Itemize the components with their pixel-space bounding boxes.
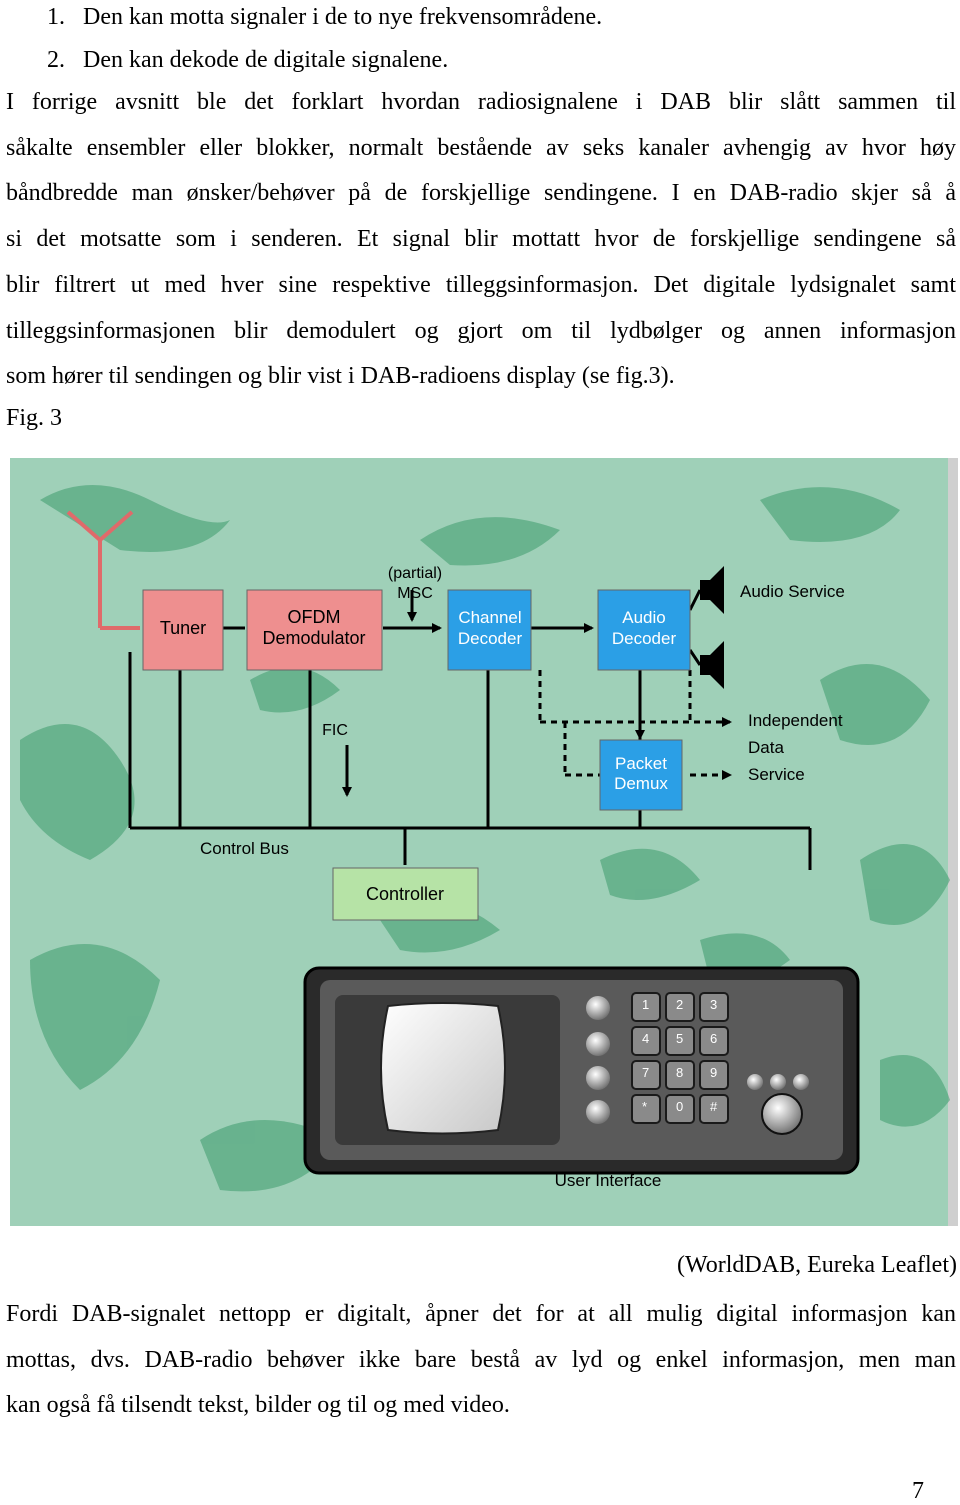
paragraph-line: som hører til sendingen og blir vist i D…: [6, 363, 675, 390]
keypad-key: 3: [699, 992, 729, 1022]
speaker-icon: [700, 566, 724, 614]
paragraph-line: I forrige avsnitt ble det forklart hvord…: [6, 89, 956, 115]
ofdm-label: Demodulator: [262, 628, 365, 648]
controller-label: Controller: [366, 884, 444, 904]
controller-block: Controller: [332, 867, 479, 921]
channel-decoder-label: Channel: [458, 608, 521, 627]
packet-demux-label: Packet: [615, 754, 667, 773]
ofdm-demodulator-block: OFDM Demodulator: [246, 589, 383, 671]
paragraph-conclusion: Fordi DAB-signalet nettopp er digitalt, …: [6, 1292, 956, 1429]
keypad-key-label: 7: [642, 1065, 649, 1080]
paragraph-intro: I forrige avsnitt ble det forklart hvord…: [6, 80, 956, 400]
keypad-key-label: 5: [676, 1031, 683, 1046]
keypad-key: 4: [631, 1026, 661, 1056]
keypad-key: *: [631, 1094, 661, 1124]
list-text: Den kan dekode de digitale signalene.: [83, 47, 449, 73]
paragraph-line: si det motsatte som i senderen. Et signa…: [6, 226, 956, 253]
keypad-key: 1: [631, 992, 661, 1022]
keypad-key-label: 4: [642, 1031, 649, 1046]
paragraph-line: såkalte ensembler eller blokker, normalt…: [6, 134, 956, 161]
keypad-key: 8: [665, 1060, 695, 1090]
user-interface-label: User Interface: [555, 1171, 662, 1190]
small-buttons: [747, 1074, 809, 1090]
speaker-icon: [700, 641, 724, 689]
list-item: 2. Den kan dekode de digitale signalene.: [47, 45, 448, 75]
tuner-label: Tuner: [160, 618, 206, 638]
diagram-svg: Tuner OFDM Demodulator Channel Decoder A…: [10, 458, 958, 1226]
figure-label: Fig. 3: [6, 405, 63, 431]
keypad-key: 5: [665, 1026, 695, 1056]
list-text: Den kan motta signaler i de to nye frekv…: [83, 4, 603, 30]
keypad-key: 0: [665, 1094, 695, 1124]
map-land: [20, 485, 950, 1192]
channel-decoder-block: Channel Decoder: [447, 589, 532, 671]
keypad-key-label: *: [642, 1099, 647, 1114]
keypad-key-label: 6: [710, 1031, 717, 1046]
msc-label: MSC: [397, 585, 433, 602]
keypad-key: 7: [631, 1060, 661, 1090]
keypad-key: 9: [699, 1060, 729, 1090]
data-wiring: [538, 670, 732, 780]
figure-shadow: [948, 458, 958, 1226]
page-number: 7: [912, 1478, 924, 1504]
keypad-key-label: 9: [710, 1065, 717, 1080]
list-number: 1.: [47, 4, 65, 30]
independent-data-service-label: Service: [748, 765, 805, 784]
fic-label: FIC: [322, 722, 348, 739]
antenna-icon: [66, 510, 140, 630]
keypad: 1 2 3 4 5 6 7 8 9 * 0 #: [631, 992, 729, 1124]
paragraph-line: kan også få tilsendt tekst, bilder og ti…: [6, 1392, 510, 1419]
audio-decoder-label: Decoder: [612, 629, 677, 648]
keypad-key-label: 8: [676, 1065, 683, 1080]
paragraph-line: blir filtrert ut med hver sine respektiv…: [6, 271, 956, 298]
radio-device: 1 2 3 4 5 6 7 8 9 * 0 #: [303, 966, 860, 1175]
keypad-key-label: #: [710, 1099, 718, 1114]
paragraph-line: Fordi DAB-signalet nettopp er digitalt, …: [6, 1301, 956, 1327]
audio-service-label: Audio Service: [740, 582, 845, 601]
packet-demux-label: Demux: [614, 774, 668, 793]
keypad-key-label: 1: [642, 997, 649, 1012]
paragraph-line: mottas, dvs. DAB-radio behøver ikke bare…: [6, 1346, 956, 1373]
tuning-knob: [761, 1093, 803, 1135]
packet-demux-block: Packet Demux: [599, 739, 683, 811]
audio-decoder-block: Audio Decoder: [597, 589, 691, 671]
list-item: 1. Den kan motta signaler i de to nye fre…: [47, 2, 602, 32]
side-buttons: [586, 996, 610, 1124]
figure-credit: (WorldDAB, Eureka Leaflet): [677, 1252, 957, 1278]
ofdm-label: OFDM: [288, 607, 341, 627]
paragraph-line: tilleggsinformasjonen blir demodulert og…: [6, 317, 956, 344]
paragraph-line: båndbredde man ønsker/behøver på de fors…: [6, 180, 956, 207]
audio-decoder-label: Audio: [622, 608, 665, 627]
keypad-key: #: [699, 1094, 729, 1124]
keypad-key: 6: [699, 1026, 729, 1056]
keypad-key-label: 2: [676, 997, 683, 1012]
tuner-block: Tuner: [142, 589, 224, 671]
channel-decoder-label: Decoder: [458, 629, 523, 648]
partial-label: (partial): [388, 565, 442, 582]
independent-data-service-label: Data: [748, 738, 784, 757]
keypad-key-label: 0: [676, 1099, 683, 1114]
dab-receiver-diagram: Tuner OFDM Demodulator Channel Decoder A…: [0, 440, 960, 1240]
keypad-key-label: 3: [710, 997, 717, 1012]
control-bus-label: Control Bus: [200, 839, 289, 858]
keypad-key: 2: [665, 992, 695, 1022]
list-number: 2.: [47, 47, 65, 73]
radio-display: [380, 1002, 506, 1135]
independent-data-service-label: Independent: [748, 711, 843, 730]
